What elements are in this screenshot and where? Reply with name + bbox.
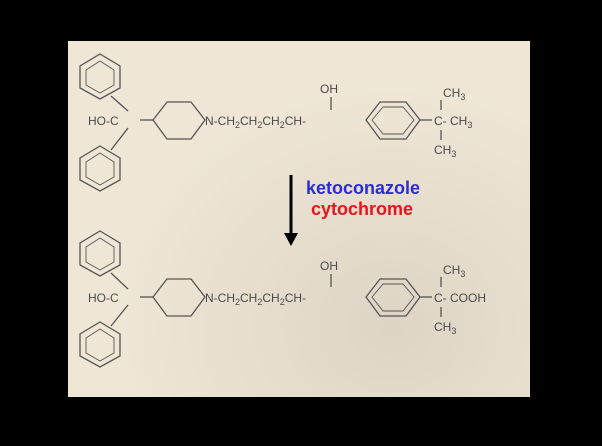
- bottom-molecule: HO-C N-CH2CH2CH2CH- OH CH3 C- COOH CH3: [79, 230, 486, 368]
- top-piperidine-ring: [152, 101, 206, 140]
- bottom-upper-phenyl-ring: [79, 230, 121, 277]
- top-methyl-right: C- CH3: [434, 114, 472, 130]
- bottom-hoc-label: HO-C: [88, 291, 119, 305]
- bottom-chain-label: N-CH2CH2CH2CH-: [205, 291, 306, 307]
- bottom-benzene-ring: [365, 278, 421, 317]
- top-chain-label: N-CH2CH2CH2CH-: [205, 114, 306, 130]
- top-methyl-bottom: CH3: [434, 143, 456, 159]
- top-molecule: HO-C N-CH2CH2CH2CH- OH CH3 C- CH3: [79, 53, 472, 192]
- reaction-arrow: [284, 175, 298, 246]
- bottom-methyl-bottom: CH3: [434, 320, 456, 336]
- top-lower-phenyl-ring: [79, 145, 121, 192]
- bottom-cooh-label: C- COOH: [434, 291, 486, 305]
- top-benzene-ring: [365, 101, 421, 140]
- bottom-lower-phenyl-ring: [79, 321, 121, 368]
- bottom-piperidine-ring: [152, 278, 206, 317]
- bottom-methyl-top: CH3: [443, 263, 465, 279]
- top-oh-label: OH: [320, 82, 338, 96]
- top-upper-phenyl-ring: [79, 53, 121, 100]
- cytochrome-label: cytochrome: [311, 199, 414, 219]
- bottom-oh-label: OH: [320, 259, 338, 273]
- top-methyl-top: CH3: [443, 86, 465, 102]
- top-hoc-label: HO-C: [88, 114, 119, 128]
- diagram-panel: [68, 41, 530, 397]
- ketoconazole-label: ketoconazole: [306, 178, 421, 198]
- panel-shading: [68, 41, 530, 397]
